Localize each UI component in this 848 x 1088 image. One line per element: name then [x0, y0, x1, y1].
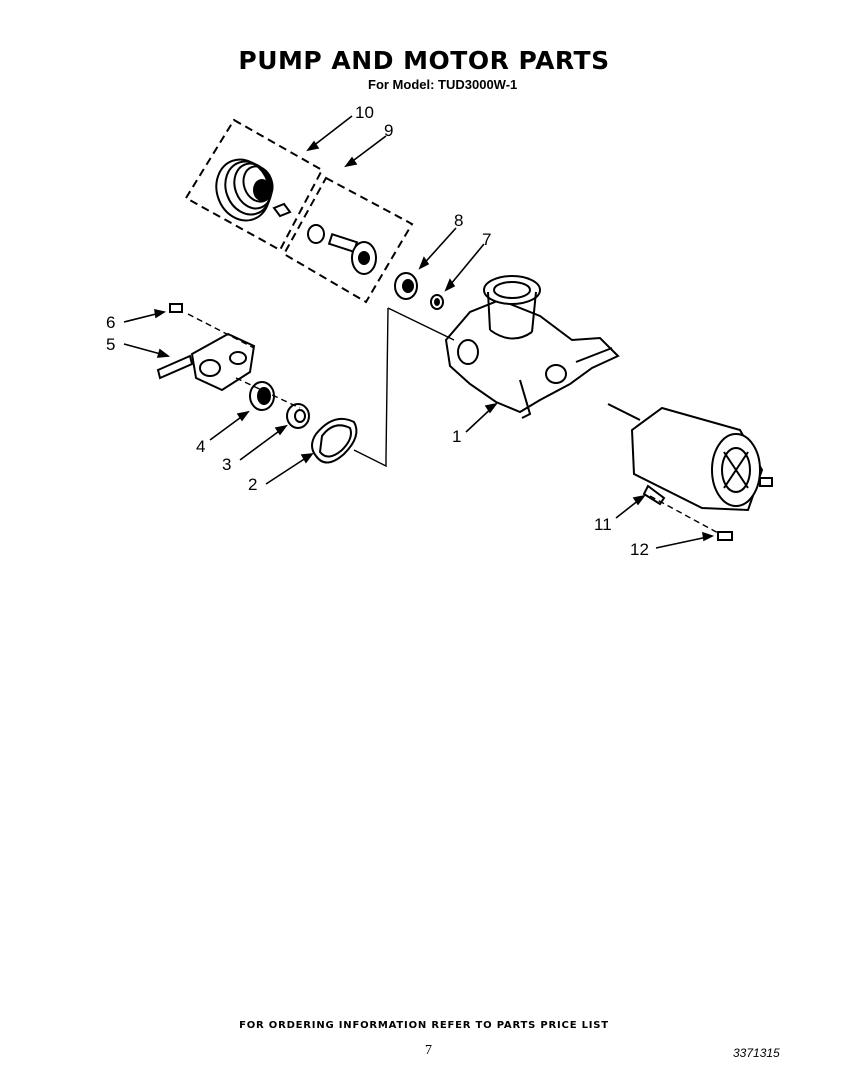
callout-numbers: 1 2 3 4 5 6 7 8 9 10 11 12 — [106, 103, 649, 559]
callout-12: 12 — [630, 540, 649, 559]
page-number: 7 — [425, 1043, 432, 1058]
filter-screen-part — [215, 158, 292, 222]
ordering-note: FOR ORDERING INFORMATION REFER TO PARTS … — [239, 1020, 609, 1031]
callout-9: 9 — [384, 121, 393, 140]
model-subtitle: For Model: TUD3000W-1 — [368, 77, 518, 92]
washer-part-7 — [430, 294, 444, 310]
bearing-part-4 — [249, 381, 275, 411]
motor-shaft — [607, 403, 641, 421]
callout-3: 3 — [222, 455, 231, 474]
document-number: 3371315 — [733, 1046, 780, 1060]
callout-11: 11 — [594, 515, 612, 534]
screw-part-12 — [717, 531, 733, 541]
callout-1: 1 — [452, 427, 461, 446]
callout-4: 4 — [196, 437, 205, 456]
motor-part — [630, 406, 773, 512]
group-box-10 — [184, 118, 324, 252]
gasket-part-2 — [311, 418, 358, 464]
group-box-9 — [282, 176, 414, 304]
callout-6: 6 — [106, 313, 115, 332]
callout-8: 8 — [454, 211, 463, 230]
callout-2: 2 — [248, 475, 257, 494]
impeller-assembly-part — [307, 224, 377, 275]
pump-housing-part — [444, 275, 620, 419]
pump-cover-part — [156, 332, 256, 392]
seal-part-3 — [286, 403, 310, 429]
callout-10: 10 — [355, 103, 374, 122]
leader-lines — [123, 115, 715, 549]
seal-part-8 — [394, 272, 418, 300]
screw-part-6 — [169, 303, 183, 313]
callout-5: 5 — [106, 335, 115, 354]
page-title: PUMP AND MOTOR PARTS — [238, 46, 610, 75]
callout-7: 7 — [482, 230, 491, 249]
assembly-lines — [187, 307, 721, 535]
